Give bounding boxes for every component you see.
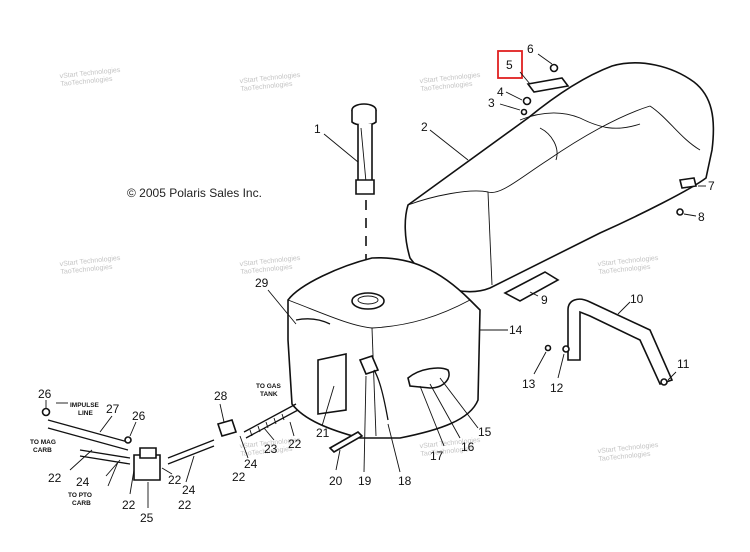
callout-29[interactable]: 29	[255, 276, 269, 290]
callout-18[interactable]: 18	[398, 474, 412, 488]
callout-22[interactable]: 22	[232, 470, 246, 484]
callout-8[interactable]: 8	[698, 210, 705, 224]
callout-22[interactable]: 22	[288, 437, 302, 451]
svg-text:TANK: TANK	[260, 391, 278, 398]
callout-7[interactable]: 7	[708, 179, 715, 193]
callout-13[interactable]: 13	[522, 377, 536, 391]
callout-22[interactable]: 22	[178, 498, 192, 512]
callout-4[interactable]: 4	[497, 85, 504, 99]
callout-15[interactable]: 15	[478, 425, 492, 439]
fuel-pump-assembly[interactable]	[41, 407, 161, 481]
callout-24[interactable]: 24	[76, 475, 90, 489]
seat[interactable]	[404, 62, 715, 293]
latch-washer[interactable]	[522, 96, 532, 106]
callout-9[interactable]: 9	[541, 293, 548, 307]
svg-text:TO PTO: TO PTO	[68, 492, 92, 499]
callout-16[interactable]: 16	[461, 440, 475, 454]
note-to-pto-carb: TO PTO CARB	[68, 492, 92, 507]
fuel-line-24[interactable]	[167, 439, 215, 459]
callout-28[interactable]: 28	[214, 389, 228, 403]
note-to-mag-carb: TO MAG CARB	[30, 439, 56, 454]
callout-20[interactable]: 20	[329, 474, 343, 488]
svg-text:LINE: LINE	[78, 410, 93, 417]
highlight-box[interactable]	[497, 50, 523, 79]
vent-hose[interactable]	[295, 318, 331, 325]
callout-21[interactable]: 21	[316, 426, 330, 440]
copyright-notice: © 2005 Polaris Sales Inc.	[127, 186, 262, 200]
note-impulse-line: IMPULSE LINE	[56, 402, 100, 417]
seat-bracket[interactable]	[679, 177, 697, 189]
callout-26[interactable]: 26	[38, 387, 52, 401]
grab-bar[interactable]	[567, 298, 674, 385]
fuel-line-23[interactable]	[243, 403, 297, 433]
seat-strap[interactable]	[503, 271, 560, 302]
callout-11[interactable]: 11	[677, 357, 690, 371]
callout-22[interactable]: 22	[122, 498, 136, 512]
callout-26[interactable]: 26	[132, 409, 146, 423]
callout-27[interactable]: 27	[106, 402, 120, 416]
callout-5[interactable]: 5	[506, 58, 513, 72]
leader-lines	[45, 53, 706, 508]
grab-bar-nut[interactable]	[562, 345, 570, 353]
callouts: 1 2 3 4 6 7 8 9 10 11 12 13 14 15 16 17 …	[38, 42, 715, 525]
callout-12[interactable]: 12	[550, 381, 564, 395]
svg-text:CARB: CARB	[33, 447, 52, 454]
callout-23[interactable]: 23	[264, 442, 278, 456]
grab-bar-washer[interactable]	[544, 344, 552, 352]
note-to-gas-tank: TO GAS TANK	[256, 383, 281, 398]
callout-25[interactable]: 25	[140, 511, 154, 525]
latch-screw[interactable]	[520, 108, 528, 116]
callout-24[interactable]: 24	[244, 457, 258, 471]
callout-22[interactable]: 22	[48, 471, 62, 485]
latch-nut[interactable]	[549, 63, 559, 73]
fuel-filter[interactable]	[216, 419, 238, 437]
fuel-tank[interactable]	[287, 257, 481, 439]
fuel-valve[interactable]	[358, 355, 380, 375]
svg-text:TO GAS: TO GAS	[256, 383, 281, 390]
grab-bar-bolt[interactable]	[660, 378, 668, 386]
tank-strap[interactable]	[328, 431, 364, 453]
svg-text:CARB: CARB	[72, 500, 91, 507]
callout-19[interactable]: 19	[358, 474, 372, 488]
callout-1[interactable]: 1	[314, 122, 321, 136]
callout-17[interactable]: 17	[430, 449, 444, 463]
callout-14[interactable]: 14	[509, 323, 523, 337]
filler-neck[interactable]	[351, 103, 377, 195]
svg-text:TO MAG: TO MAG	[30, 439, 56, 446]
callout-6[interactable]: 6	[527, 42, 534, 56]
callout-22[interactable]: 22	[168, 473, 182, 487]
seat-screw[interactable]	[676, 208, 684, 216]
callout-3[interactable]: 3	[488, 96, 495, 110]
svg-text:IMPULSE: IMPULSE	[70, 402, 100, 409]
callout-24[interactable]: 24	[182, 483, 196, 497]
callout-10[interactable]: 10	[630, 292, 644, 306]
seat-latch[interactable]	[526, 77, 570, 93]
callout-2[interactable]: 2	[421, 120, 428, 134]
